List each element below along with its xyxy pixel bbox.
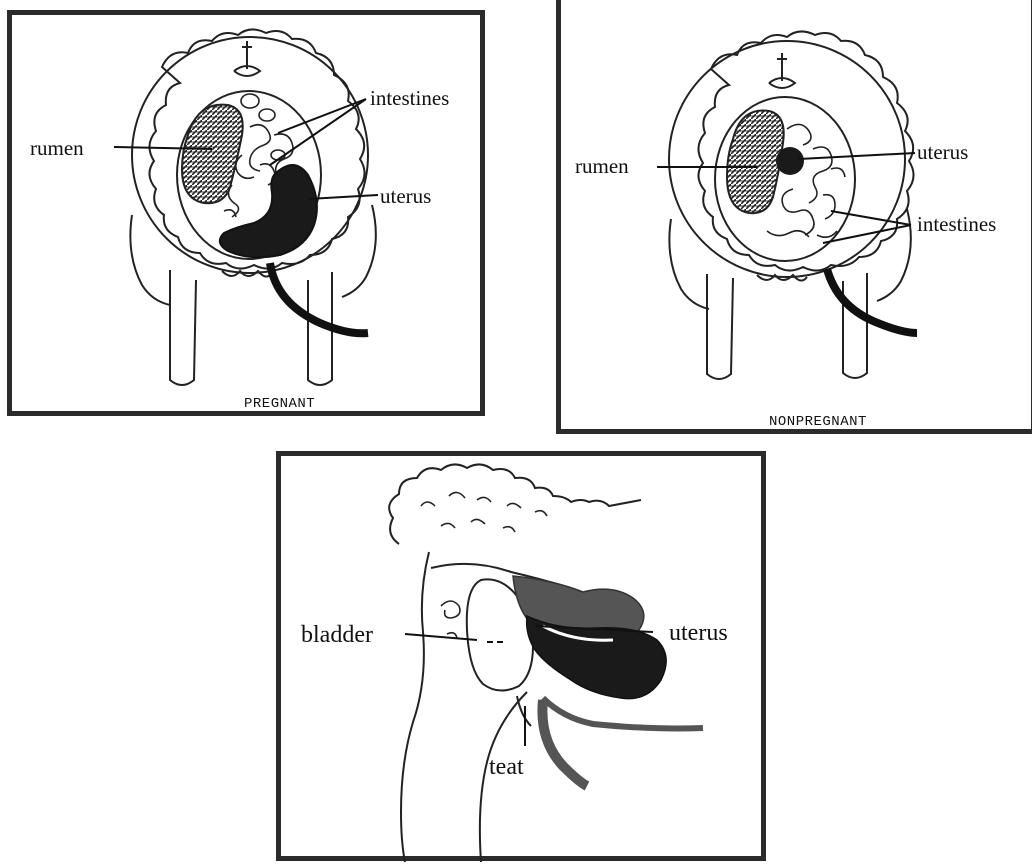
spine-icon xyxy=(769,53,795,88)
wool-sides xyxy=(669,209,910,309)
label-teat: teat xyxy=(489,754,524,780)
tube xyxy=(543,698,703,729)
intestines-leader-1 xyxy=(278,99,366,133)
intestines-leader-2 xyxy=(270,99,366,165)
label-rumen: rumen xyxy=(575,154,629,178)
nonpregnant-sheep-diagram: rumen uterus intestines NONPREGNANT xyxy=(561,0,1032,439)
caption-pregnant: PREGNANT xyxy=(244,396,315,412)
uterus-leader xyxy=(799,153,915,159)
side-view-diagram: bladder uterus teat xyxy=(281,456,771,866)
panel-nonpregnant: rumen uterus intestines NONPREGNANT xyxy=(556,0,1032,434)
right-leg xyxy=(843,273,867,378)
panel-pregnant: rumen intestines uterus PREGNANT xyxy=(7,10,485,416)
caption-nonpregnant: NONPREGNANT xyxy=(769,414,867,430)
label-intestines: intestines xyxy=(917,212,996,236)
pregnant-sheep-diagram: rumen intestines uterus PREGNANT xyxy=(12,15,490,421)
rumen xyxy=(727,111,784,214)
left-leg xyxy=(170,270,196,385)
uterus-nonpregnant xyxy=(776,147,804,175)
label-uterus: uterus xyxy=(917,140,968,164)
tail-tube xyxy=(827,269,917,333)
spine-icon xyxy=(234,41,260,76)
bladder-leader xyxy=(405,634,477,640)
tail-tube xyxy=(270,263,368,333)
label-intestines: intestines xyxy=(370,86,449,110)
panel-side-view: bladder uterus teat xyxy=(276,451,766,861)
left-leg xyxy=(707,274,733,379)
rear-outline xyxy=(401,552,429,862)
uterus-pregnant xyxy=(220,165,317,257)
label-uterus: uterus xyxy=(669,620,728,646)
pelvis-curl xyxy=(441,601,460,638)
wool-curls xyxy=(421,492,547,532)
label-uterus: uterus xyxy=(380,184,431,208)
label-rumen: rumen xyxy=(30,136,84,160)
rumen xyxy=(182,105,243,204)
label-bladder: bladder xyxy=(301,622,373,648)
